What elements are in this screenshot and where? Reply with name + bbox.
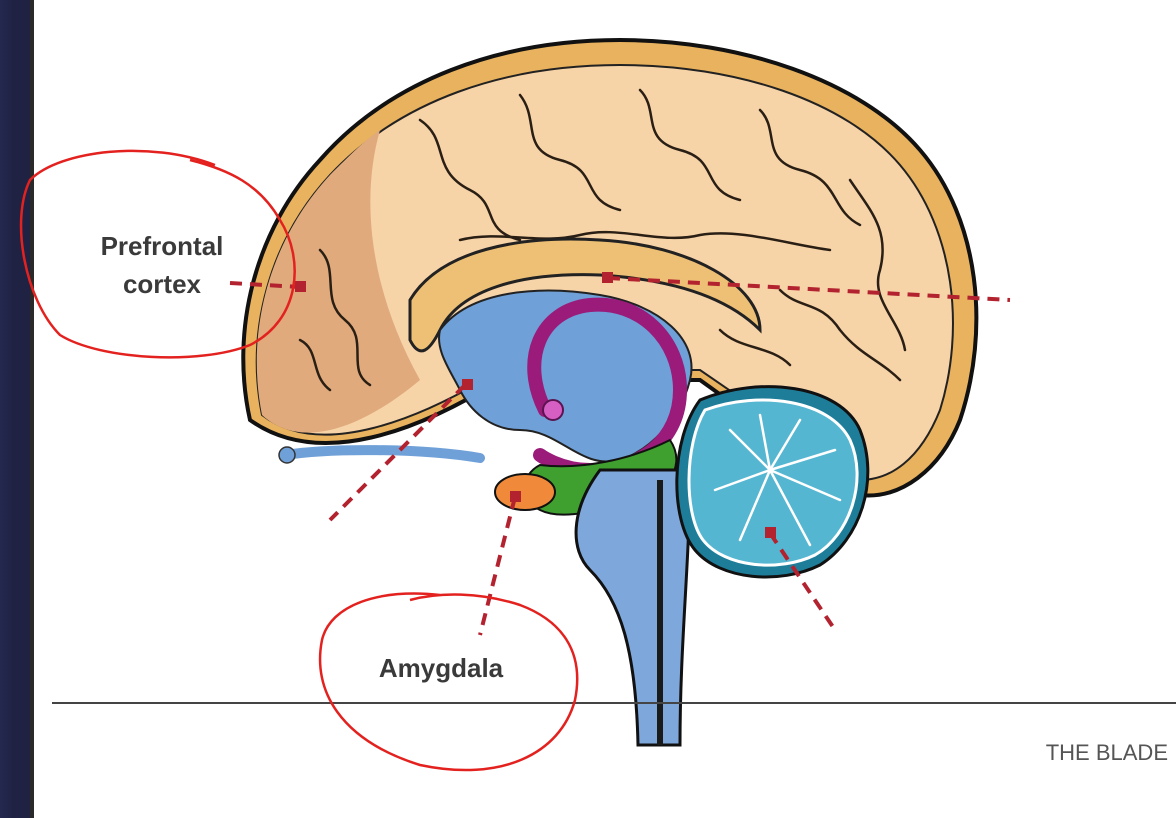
prefrontal-label-line2: cortex <box>123 269 202 299</box>
amygdala-structure <box>495 474 555 510</box>
credit-label: THE BLADE <box>1046 740 1168 765</box>
mammillary-body <box>543 400 563 420</box>
prefrontal-label-line1: Prefrontal <box>101 231 224 261</box>
olfactory-tract <box>285 450 480 458</box>
amygdala-label: Amygdala <box>379 653 504 683</box>
